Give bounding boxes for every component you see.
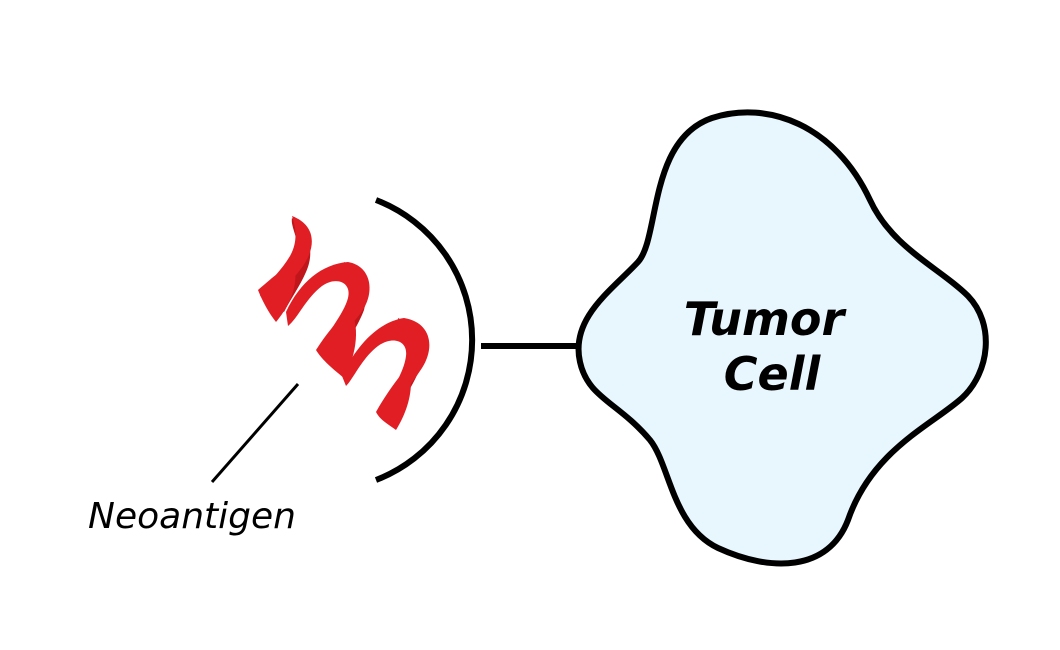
tumor-cell-label: Tumor Cell — [684, 292, 860, 401]
tumor-cell-label-line1: Tumor — [684, 292, 848, 346]
helix-ribbon — [286, 262, 370, 352]
helix-ribbon — [260, 216, 312, 297]
helix-ribbon — [316, 308, 357, 378]
tumor-cell-shape — [575, 109, 989, 567]
helix-ribbon — [342, 318, 430, 412]
neoantigen-label: Neoantigen — [88, 496, 296, 537]
tumor-cell-label-line2: Cell — [724, 347, 822, 401]
receptor-arc — [374, 197, 476, 483]
neoantigen-pointer-line — [210, 383, 300, 483]
helix-icon — [258, 216, 430, 430]
helix-ribbon — [258, 264, 296, 322]
helix-ribbon — [376, 366, 411, 430]
